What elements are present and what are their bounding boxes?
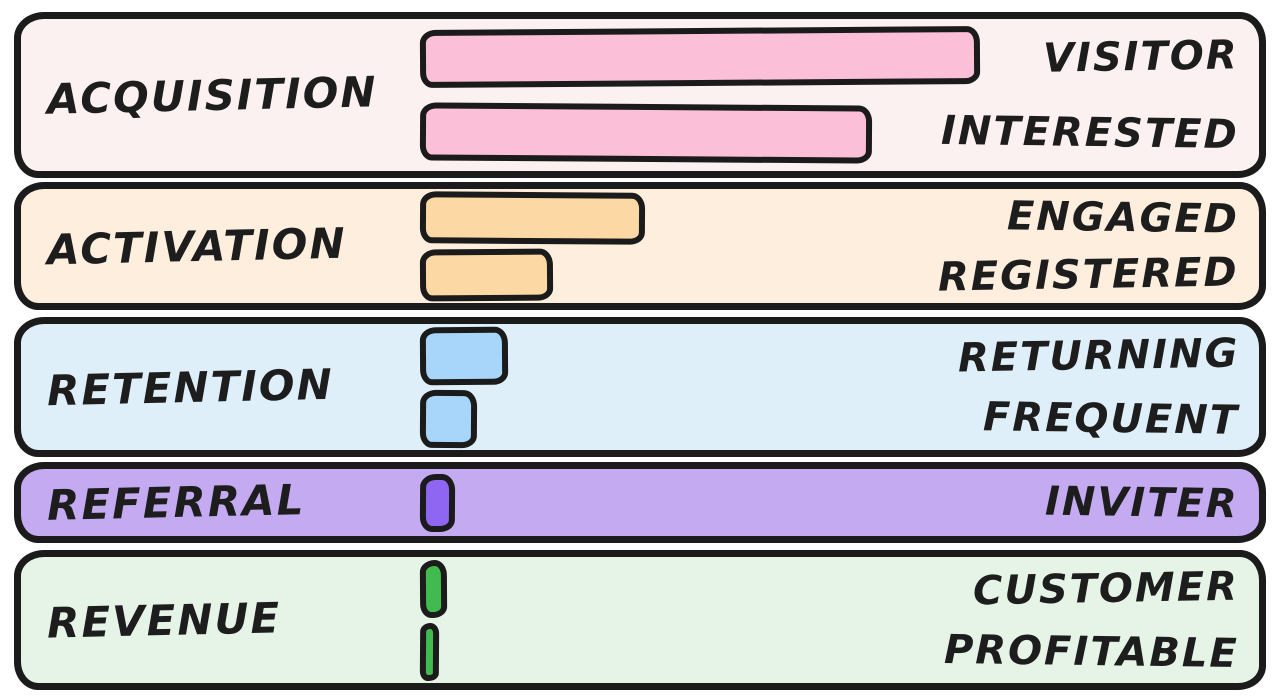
stage-band-revenue: REVENUE CUSTOMER PROFITABLE (14, 550, 1266, 690)
stage-label-retention: RETENTION (46, 359, 335, 415)
step-label-registered: REGISTERED (938, 248, 1240, 301)
step-label-engaged: ENGAGED (1006, 192, 1240, 243)
funnel-bar-engaged (419, 190, 646, 245)
funnel-bar-inviter (419, 473, 456, 532)
funnel-bar-interested (419, 102, 873, 164)
stage-band-referral: REFERRAL INVITER (14, 462, 1266, 543)
funnel-bar-frequent (419, 389, 478, 448)
step-label-profitable: PROFITABLE (943, 626, 1240, 677)
step-label-customer: CUSTOMER (972, 563, 1240, 614)
funnel-bar-returning (419, 326, 509, 385)
funnel-bar-visitor (419, 26, 981, 88)
stage-band-acquisition: ACQUISITION VISITOR INTERESTED (14, 12, 1266, 178)
stage-label-revenue: REVENUE (46, 592, 282, 648)
funnel-bar-profitable (419, 622, 440, 681)
step-label-frequent: FREQUENT (982, 393, 1240, 444)
step-label-interested: INTERESTED (940, 107, 1240, 159)
stage-label-referral: REFERRAL (46, 475, 306, 530)
stage-band-retention: RETENTION RETURNING FREQUENT (14, 317, 1266, 457)
funnel-bar-registered (419, 248, 554, 301)
step-label-returning: RETURNING (957, 330, 1240, 381)
step-label-visitor: VISITOR (1042, 32, 1240, 82)
step-label-inviter: INVITER (1045, 478, 1240, 527)
stage-label-activation: ACTIVATION (46, 218, 348, 274)
funnel-bar-customer (419, 559, 448, 618)
stage-label-acquisition: ACQUISITION (46, 66, 378, 124)
